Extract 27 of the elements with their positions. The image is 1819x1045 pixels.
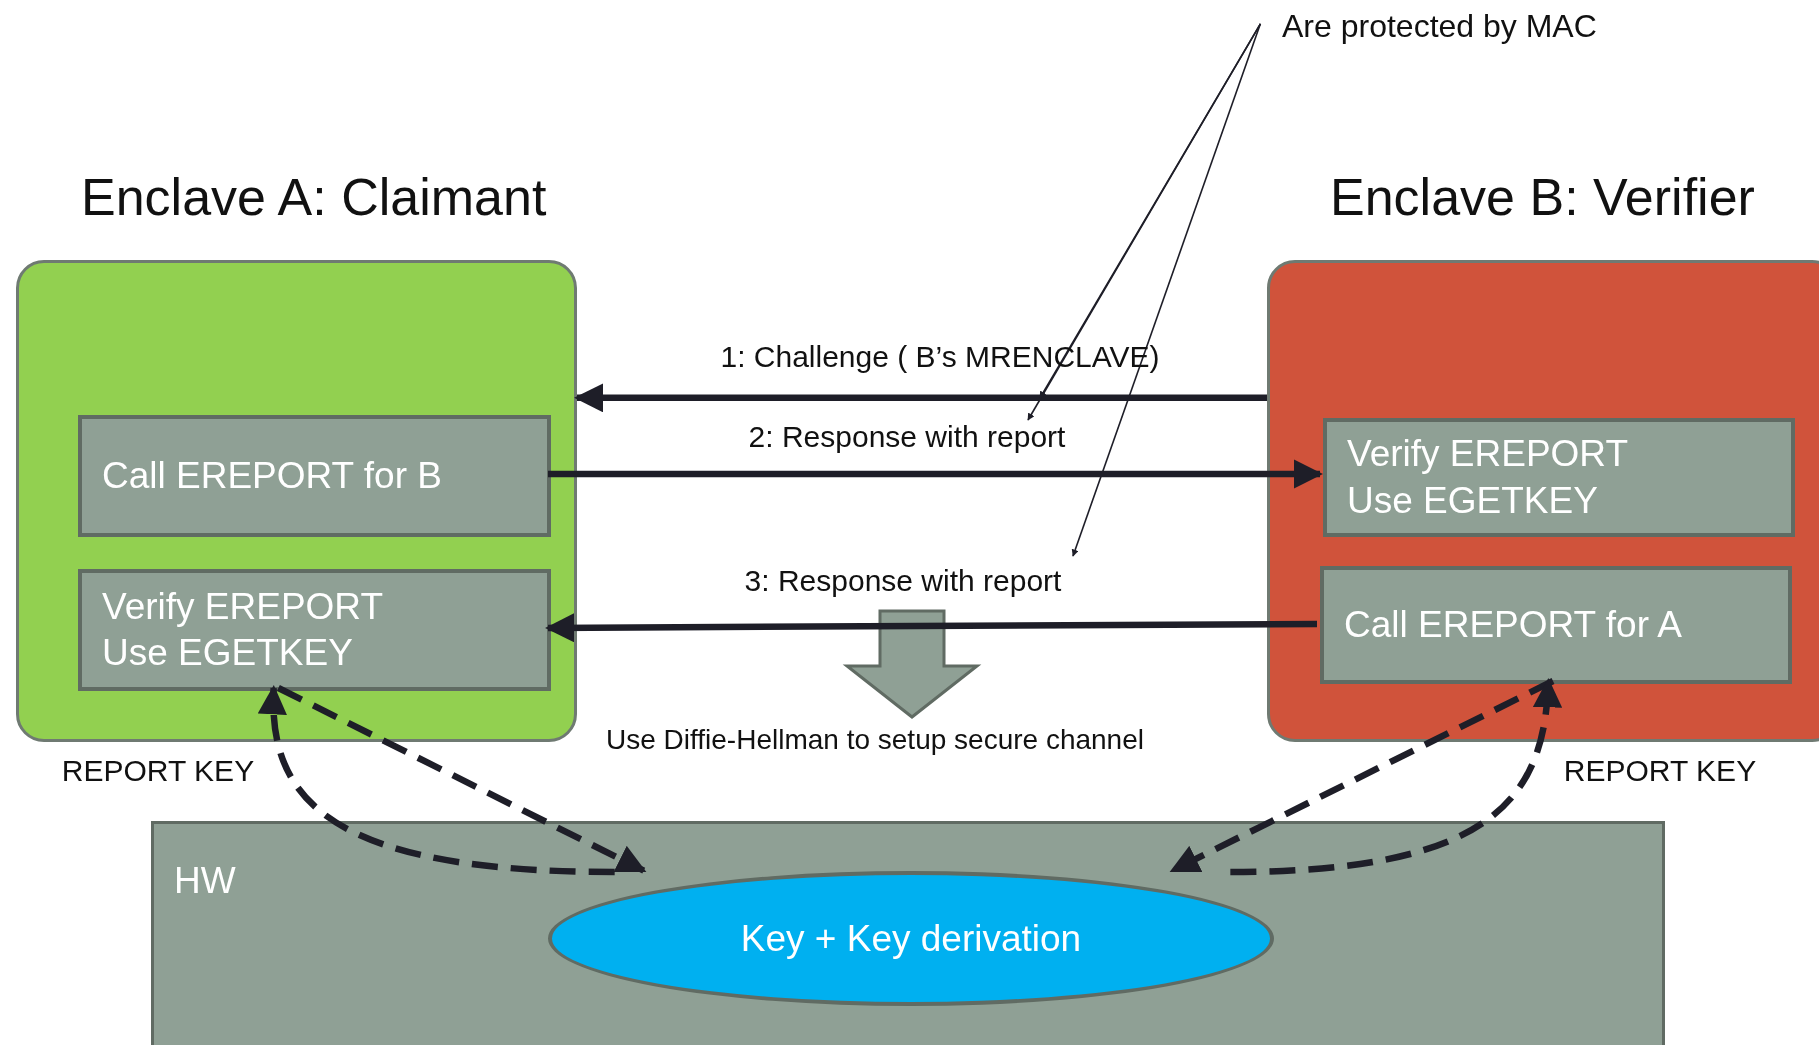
arrow — [545, 613, 1317, 643]
step-box — [78, 569, 551, 691]
step-box — [78, 415, 551, 537]
note-text: Are protected by MAC — [1282, 4, 1642, 48]
box-text: Verify EREPORT — [1347, 432, 1629, 477]
leader-line — [1071, 23, 1262, 557]
edge-label: REPORT KEY — [1563, 756, 1757, 786]
dashed-arrow — [1169, 678, 1555, 874]
hardware-block — [151, 821, 1665, 1045]
enclave-title: Enclave A: Claimant — [81, 171, 547, 223]
step-box — [1320, 566, 1792, 684]
edge-label: REPORT KEY — [61, 756, 255, 786]
box-text: Use EGETKEY — [1347, 478, 1599, 523]
box-text: Use EGETKEY — [102, 631, 354, 675]
box-text: Key + Key derivation — [740, 916, 1082, 961]
dashed-arrow — [1230, 678, 1562, 876]
enclave-title: Enclave B: Verifier — [1330, 171, 1755, 223]
edge-label: 2: Response with report — [748, 422, 1066, 452]
box-text: Verify EREPORT — [102, 584, 384, 629]
step-box — [1323, 418, 1795, 537]
box-text: Call EREPORT for A — [1344, 602, 1683, 647]
arrow — [548, 459, 1323, 489]
note-text: Use Diffie-Hellman to setup secure channel — [606, 726, 1144, 754]
edge-label: 3: Response with report — [744, 566, 1062, 596]
box-text: Call EREPORT for B — [102, 453, 443, 498]
arrow — [574, 383, 1267, 413]
box-text: HW — [174, 859, 236, 904]
